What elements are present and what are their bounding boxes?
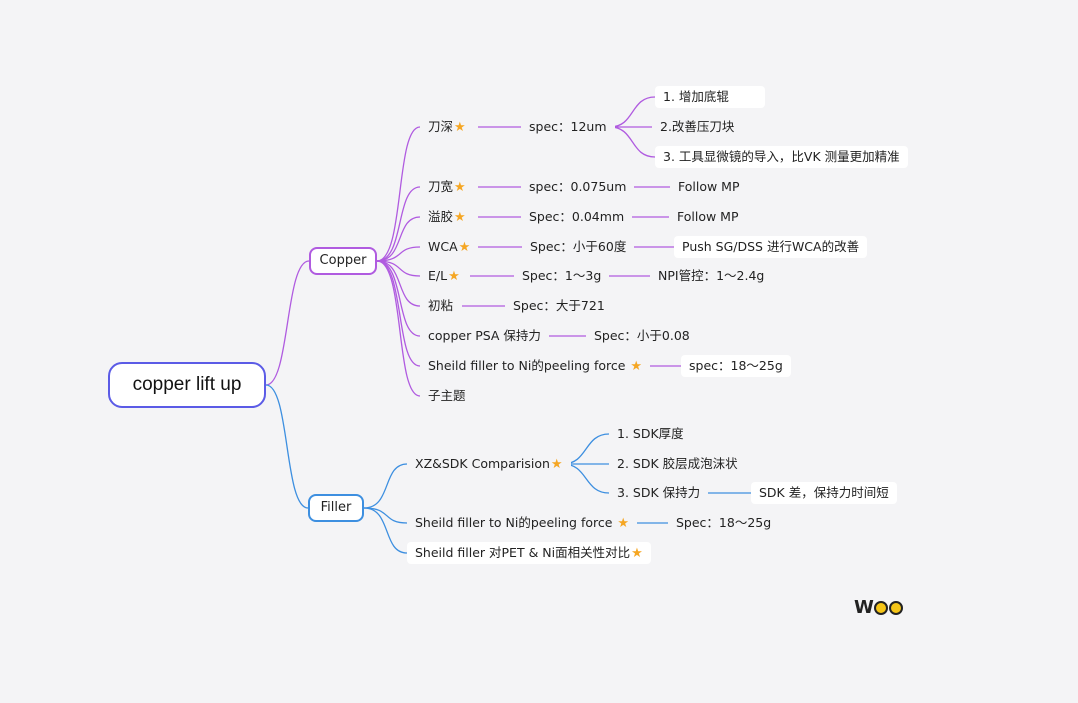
star-icon: ★	[454, 180, 466, 195]
sub-node[interactable]: 2. SDK 胶层成泡沫状	[609, 453, 746, 475]
note-node[interactable]: Push SG/DSS 进行WCA的改善	[674, 236, 868, 258]
sub-node[interactable]: 1. 增加底辊	[655, 86, 765, 108]
star-icon: ★	[630, 359, 643, 374]
spec-node[interactable]: spec：0.075um	[521, 176, 635, 198]
sub-node[interactable]: 2.改善压刀块	[652, 116, 743, 138]
star-icon: ★	[454, 210, 466, 225]
copper-item-yijiao[interactable]: 溢胶★	[420, 206, 474, 228]
copper-branch[interactable]: Copper	[309, 247, 377, 275]
spec-node[interactable]: Spec：大于721	[505, 295, 613, 317]
topic-label: XZ&SDK Comparision	[415, 456, 550, 471]
filler-branch[interactable]: Filler	[308, 494, 364, 522]
note-node[interactable]: Follow MP	[669, 206, 747, 228]
spec-node[interactable]: spec：12um	[521, 116, 615, 138]
topic-label: E/L	[428, 268, 448, 283]
topic-label: Sheild filler to Ni的peeling force	[415, 515, 617, 530]
topic-label: Sheild filler to Ni的peeling force	[428, 358, 626, 373]
topic-label: WCA	[428, 239, 458, 254]
topic-label: 刀宽	[428, 179, 454, 194]
copper-item-daokuan[interactable]: 刀宽★	[420, 176, 474, 198]
filler-item-comparision[interactable]: XZ&SDK Comparision★	[407, 453, 571, 475]
star-icon: ★	[617, 516, 630, 531]
spec-node[interactable]: Spec：小于60度	[522, 236, 635, 258]
filler-item-peeling[interactable]: Sheild filler to Ni的peeling force ★	[407, 512, 638, 534]
spec-node[interactable]: Spec：18～25g	[668, 512, 780, 534]
copper-item-chunian[interactable]: 初粘	[420, 295, 462, 317]
star-icon: ★	[454, 120, 466, 135]
note-node[interactable]: SDK 差，保持力时间短	[751, 482, 897, 504]
woo-logo: W	[854, 597, 903, 618]
sub-node[interactable]: 3. 工具显微镜的导入，比VK 测量更加精准	[655, 146, 908, 168]
star-icon: ★	[631, 546, 643, 561]
sub-node[interactable]: 1. SDK厚度	[609, 423, 692, 445]
copper-item-wca[interactable]: WCA★	[420, 236, 479, 258]
copper-item-daoshen[interactable]: 刀深★	[420, 116, 474, 138]
spec-node[interactable]: Spec：小于0.08	[586, 325, 698, 347]
sub-node[interactable]: 3. SDK 保持力	[609, 482, 709, 504]
filler-item-pet-ni[interactable]: Sheild filler 对PET & Ni面相关性对比★	[407, 542, 651, 564]
root-topic[interactable]: copper lift up	[108, 362, 266, 408]
topic-label: 刀深	[428, 119, 454, 134]
copper-item-el[interactable]: E/L★	[420, 265, 468, 287]
note-node[interactable]: NPI管控：1～2.4g	[650, 265, 773, 287]
spec-node[interactable]: Spec：1～3g	[514, 265, 610, 287]
copper-item-psa[interactable]: copper PSA 保持力	[420, 325, 549, 347]
spec-node[interactable]: Spec：0.04mm	[521, 206, 633, 228]
star-icon: ★	[448, 269, 460, 284]
star-icon: ★	[458, 240, 471, 255]
star-icon: ★	[550, 457, 563, 472]
topic-label: 溢胶	[428, 209, 454, 224]
copper-item-peeling[interactable]: Sheild filler to Ni的peeling force ★	[420, 355, 651, 377]
topic-label: Sheild filler 对PET & Ni面相关性对比	[415, 545, 631, 560]
note-node[interactable]: Follow MP	[670, 176, 748, 198]
copper-item-subtopic[interactable]: 子主题	[420, 385, 474, 407]
spec-node[interactable]: spec：18～25g	[681, 355, 791, 377]
